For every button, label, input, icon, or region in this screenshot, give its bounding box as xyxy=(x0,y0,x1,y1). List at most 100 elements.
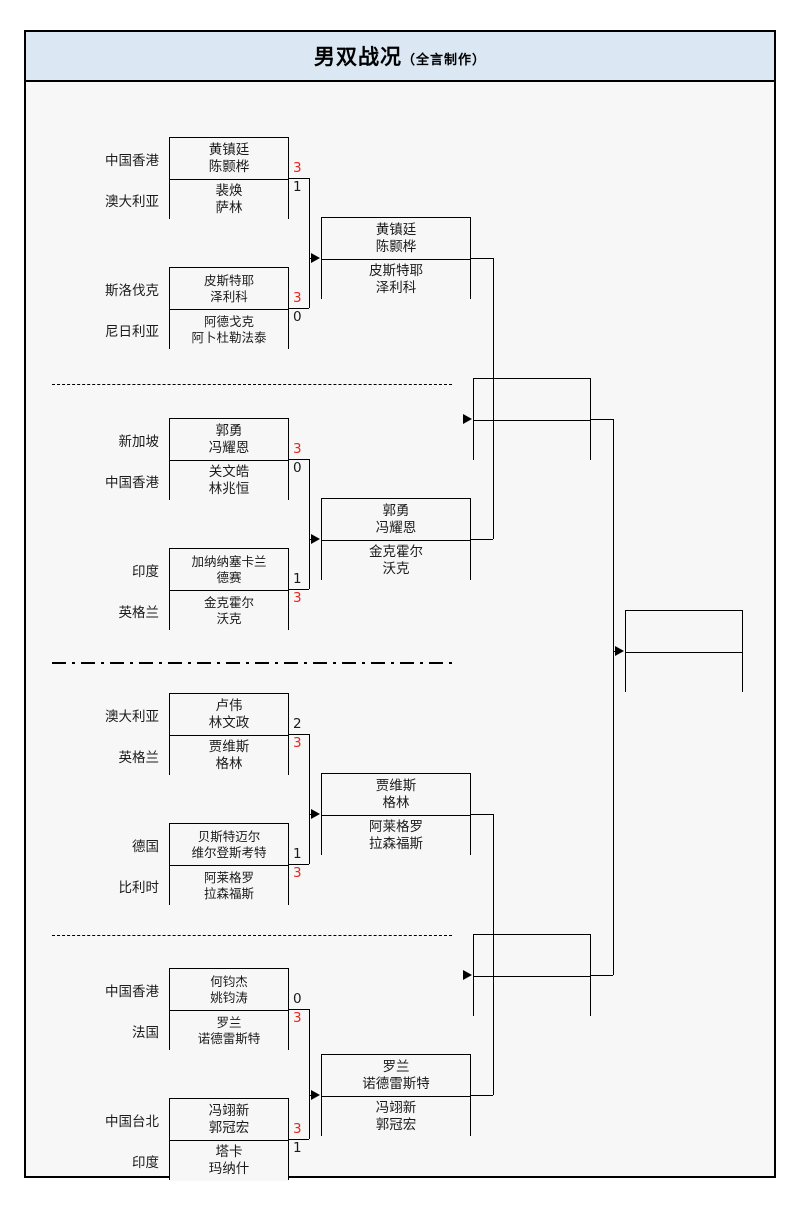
final-match[interactable] xyxy=(625,610,743,693)
r1-match-8-slot-2[interactable]: 塔卡玛纳什 xyxy=(170,1140,288,1181)
r2-match-3-slot-1[interactable]: 贾维斯格林 xyxy=(322,774,470,815)
r1-to-r2-arrow-2 xyxy=(311,534,320,544)
r3-match-2-slot-2[interactable] xyxy=(474,976,590,1017)
r3-match-1[interactable] xyxy=(473,378,591,461)
r1-match-3-slot-2[interactable]: 关文皓林兆恒 xyxy=(170,460,288,501)
r2-to-r3-arrow-1 xyxy=(463,414,472,424)
r2-to-r3-arrow-2 xyxy=(463,970,472,980)
r2-match-1[interactable]: 黄镇廷陈颢桦皮斯特耶泽利科 xyxy=(321,217,471,300)
r1-match-6-slot-1-line-1: 贝斯特迈尔 xyxy=(197,828,261,844)
r1-match-5-slot-1[interactable]: 卢伟林文政 xyxy=(170,694,288,735)
r1-match-1-slot-1-line-2: 陈颢桦 xyxy=(208,158,250,175)
final-match-slot-1[interactable] xyxy=(626,611,742,652)
page-header: 男双战况（全言制作） xyxy=(26,32,774,82)
r1-to-r2-spine-2 xyxy=(309,459,310,589)
score-r1-4: 0 xyxy=(293,309,302,325)
r1-match-8-slot-2-line-1: 塔卡 xyxy=(215,1143,243,1160)
score-r1-9: 2 xyxy=(293,716,302,732)
r1-match-3-slot-1[interactable]: 郭勇冯耀恩 xyxy=(170,419,288,460)
r1-match-4[interactable]: 加纳纳塞卡兰德赛金克霍尔沃克 xyxy=(169,548,289,631)
score-r1-6: 0 xyxy=(293,460,302,476)
r2-match-2[interactable]: 郭勇冯耀恩金克霍尔沃克 xyxy=(321,498,471,581)
country-label-r1-8: 英格兰 xyxy=(118,604,160,621)
r1-match-5[interactable]: 卢伟林文政贾维斯格林 xyxy=(169,693,289,776)
r1-match-7-slot-2[interactable]: 罗兰诺德雷斯特 xyxy=(170,1010,288,1051)
r1-match-6-slot-2[interactable]: 阿莱格罗拉森福斯 xyxy=(170,865,288,906)
r3-match-2-slot-1[interactable] xyxy=(474,935,590,976)
country-label-r1-2: 澳大利亚 xyxy=(105,193,159,210)
r1-match-7-slot-2-line-2: 诺德雷斯特 xyxy=(197,1030,261,1046)
r2-match-3[interactable]: 贾维斯格林阿莱格罗拉森福斯 xyxy=(321,773,471,856)
score-r1-11: 1 xyxy=(293,846,302,862)
r1-match-4-slot-2[interactable]: 金克霍尔沃克 xyxy=(170,590,288,631)
r2-match-4-slot-2[interactable]: 冯翊新郭冠宏 xyxy=(322,1096,470,1137)
country-label-r1-7: 印度 xyxy=(132,563,159,580)
r1-match-2[interactable]: 皮斯特耶泽利科阿德戈克阿卜杜勒法泰 xyxy=(169,267,289,350)
r2-match-1-divider xyxy=(322,259,470,260)
r1-match-6-slot-1[interactable]: 贝斯特迈尔维尔登斯考特 xyxy=(170,824,288,865)
r1-match-4-slot-2-line-1: 金克霍尔 xyxy=(203,594,254,610)
country-label-r1-1: 中国香港 xyxy=(105,152,159,169)
r2-match-3-divider xyxy=(322,815,470,816)
r1-match-6-slot-2-line-1: 阿莱格罗 xyxy=(203,869,254,885)
score-r1-14: 3 xyxy=(293,1010,302,1026)
r1-match-1-slot-1[interactable]: 黄镇廷陈颢桦 xyxy=(170,138,288,179)
country-label-r1-4: 尼日利亚 xyxy=(105,323,159,340)
r3-to-final-stub-bot xyxy=(591,975,613,976)
r1-match-8[interactable]: 冯翊新郭冠宏塔卡玛纳什 xyxy=(169,1098,289,1181)
page-title-main: 男双战况 xyxy=(313,45,402,69)
country-label-r1-10: 英格兰 xyxy=(118,749,160,766)
r1-to-r2-spine-3 xyxy=(309,734,310,864)
r1-match-7[interactable]: 何钧杰姚钧涛罗兰诺德雷斯特 xyxy=(169,968,289,1051)
r3-to-final-spine xyxy=(613,419,614,975)
score-r1-3: 3 xyxy=(293,290,302,306)
r2-to-r3-stub-bot-1 xyxy=(471,539,493,540)
r2-match-3-slot-1-line-2: 格林 xyxy=(382,794,410,811)
r1-match-2-slot-1-line-1: 皮斯特耶 xyxy=(203,272,254,288)
r1-match-3-slot-2-line-1: 关文皓 xyxy=(208,463,250,480)
final-match-slot-2[interactable] xyxy=(626,652,742,693)
r2-match-1-slot-1[interactable]: 黄镇廷陈颢桦 xyxy=(322,218,470,259)
score-r1-12: 3 xyxy=(293,865,302,881)
r1-match-8-slot-1[interactable]: 冯翊新郭冠宏 xyxy=(170,1099,288,1140)
r2-match-2-slot-2[interactable]: 金克霍尔沃克 xyxy=(322,540,470,581)
r1-match-5-slot-2[interactable]: 贾维斯格林 xyxy=(170,735,288,776)
r3-match-1-slot-1[interactable] xyxy=(474,379,590,420)
country-label-r1-5: 新加坡 xyxy=(118,433,160,450)
r3-match-2[interactable] xyxy=(473,934,591,1017)
r1-match-1[interactable]: 黄镇廷陈颢桦裴焕萨林 xyxy=(169,137,289,220)
r1-match-5-slot-2-line-2: 格林 xyxy=(215,755,243,772)
r1-match-1-slot-2[interactable]: 裴焕萨林 xyxy=(170,179,288,220)
r1-match-3-divider xyxy=(170,460,288,461)
section-separator-2 xyxy=(52,662,452,664)
r2-match-2-slot-1-line-1: 郭勇 xyxy=(382,502,410,519)
r2-match-1-slot-1-line-2: 陈颢桦 xyxy=(375,238,417,255)
score-r1-10: 3 xyxy=(293,735,302,751)
r2-match-1-slot-2[interactable]: 皮斯特耶泽利科 xyxy=(322,259,470,300)
country-label-r1-16: 印度 xyxy=(132,1154,159,1171)
r1-match-1-slot-1-line-1: 黄镇廷 xyxy=(208,141,250,158)
r2-match-4[interactable]: 罗兰诺德雷斯特冯翊新郭冠宏 xyxy=(321,1054,471,1137)
r1-match-2-slot-2-line-1: 阿德戈克 xyxy=(203,313,254,329)
r1-match-4-slot-1[interactable]: 加纳纳塞卡兰德赛 xyxy=(170,549,288,590)
country-label-r1-6: 中国香港 xyxy=(105,474,159,491)
r1-match-2-slot-2[interactable]: 阿德戈克阿卜杜勒法泰 xyxy=(170,309,288,350)
r1-match-6[interactable]: 贝斯特迈尔维尔登斯考特阿莱格罗拉森福斯 xyxy=(169,823,289,906)
r1-to-r2-feed-3 xyxy=(309,814,312,815)
r3-match-1-slot-2[interactable] xyxy=(474,420,590,461)
r1-match-3[interactable]: 郭勇冯耀恩关文皓林兆恒 xyxy=(169,418,289,501)
r1-match-2-slot-1[interactable]: 皮斯特耶泽利科 xyxy=(170,268,288,309)
r1-to-r2-stub-bot-1 xyxy=(289,308,309,309)
page-title: 男双战况（全言制作） xyxy=(314,41,486,71)
r2-match-4-slot-1-line-1: 罗兰 xyxy=(382,1058,410,1075)
section-separator-3 xyxy=(52,935,452,936)
r1-to-r2-arrow-3 xyxy=(311,809,320,819)
r1-match-2-slot-2-line-2: 阿卜杜勒法泰 xyxy=(191,329,267,345)
score-r1-7: 1 xyxy=(293,571,302,587)
score-r1-1: 3 xyxy=(293,160,302,176)
r2-match-4-slot-1[interactable]: 罗兰诺德雷斯特 xyxy=(322,1055,470,1096)
r2-match-2-slot-1[interactable]: 郭勇冯耀恩 xyxy=(322,499,470,540)
r2-match-3-slot-2[interactable]: 阿莱格罗拉森福斯 xyxy=(322,815,470,856)
r1-match-7-slot-1[interactable]: 何钧杰姚钧涛 xyxy=(170,969,288,1010)
